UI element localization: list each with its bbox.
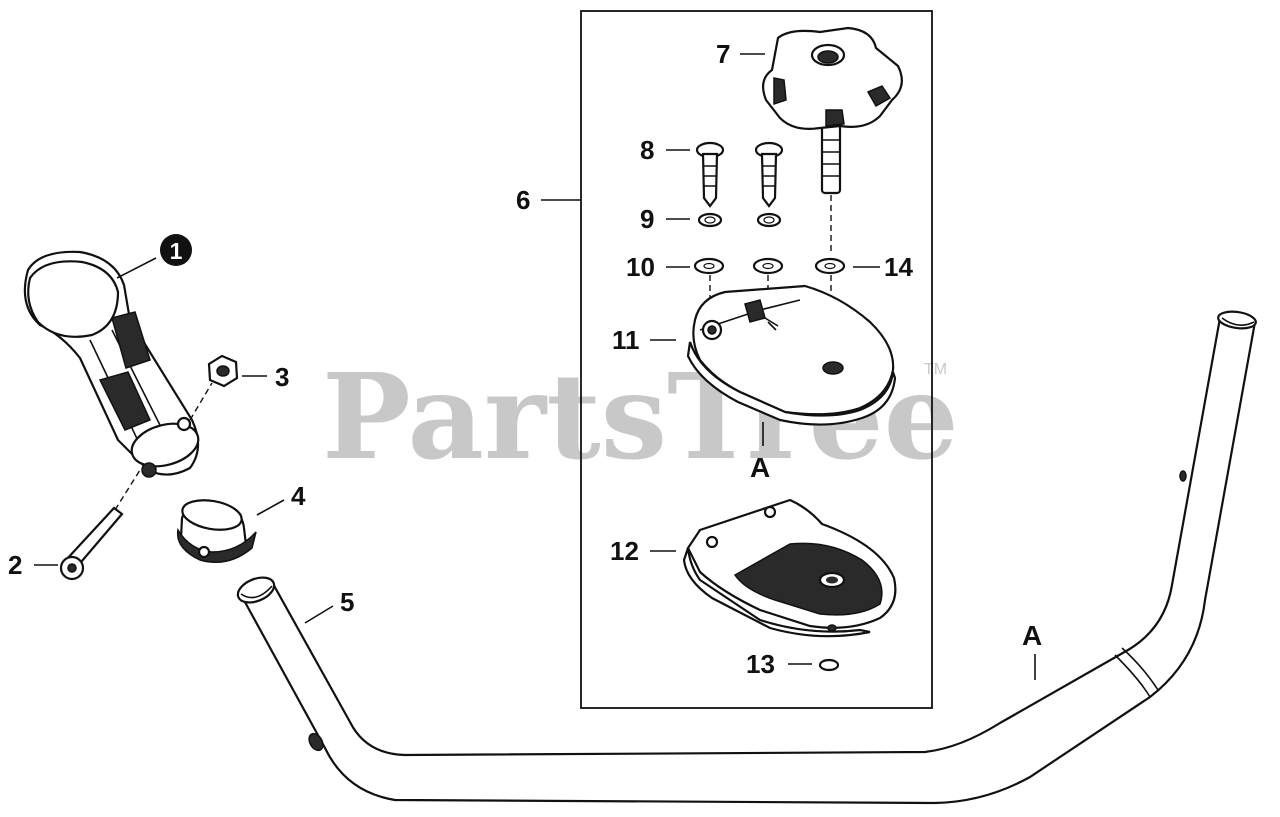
callout-7: 7: [716, 39, 730, 69]
callout-13: 13: [746, 649, 775, 679]
callout-5: 5: [340, 587, 354, 617]
callout-6: 6: [516, 185, 530, 215]
leader-1: [116, 257, 157, 279]
washer-middle[interactable]: [752, 257, 784, 275]
washer-left[interactable]: [693, 257, 725, 275]
leader-5: [304, 605, 334, 624]
handle-grip[interactable]: [23, 250, 203, 478]
assembly-guide-nut: [189, 382, 213, 421]
torx-screw-right[interactable]: [754, 141, 784, 208]
callout-1: 1: [170, 238, 183, 264]
tube-collar[interactable]: [176, 496, 257, 563]
callout-9: 9: [640, 204, 654, 234]
callout-12: 12: [610, 536, 639, 566]
watermark-trademark: TM: [924, 361, 947, 378]
clamp-upper[interactable]: [686, 284, 897, 426]
assembly-guide-screw: [114, 469, 141, 511]
callout-badge-1: [160, 234, 192, 266]
kit-boundary-box: [580, 10, 933, 709]
washer-knob[interactable]: [814, 257, 846, 275]
retaining-ring-right[interactable]: [756, 212, 782, 228]
callout-4: 4: [291, 481, 306, 511]
torx-screw-left[interactable]: [695, 141, 725, 208]
callout-14: 14: [884, 252, 913, 282]
callout-3: 3: [275, 362, 289, 392]
connector-label-upper: A: [750, 452, 770, 483]
callout-8: 8: [640, 135, 654, 165]
callout-10: 10: [626, 252, 655, 282]
retaining-ring-left[interactable]: [697, 212, 723, 228]
handle-tube[interactable]: [234, 309, 1257, 805]
callout-2: 2: [8, 550, 22, 580]
long-screw[interactable]: [59, 506, 124, 581]
o-ring[interactable]: [818, 658, 840, 672]
star-knob[interactable]: [761, 26, 903, 195]
callout-11: 11: [612, 325, 640, 355]
leader-4: [256, 499, 285, 516]
hex-nut[interactable]: [207, 354, 239, 388]
clamp-lower[interactable]: [682, 498, 897, 638]
connector-label-lower: A: [1022, 620, 1042, 651]
